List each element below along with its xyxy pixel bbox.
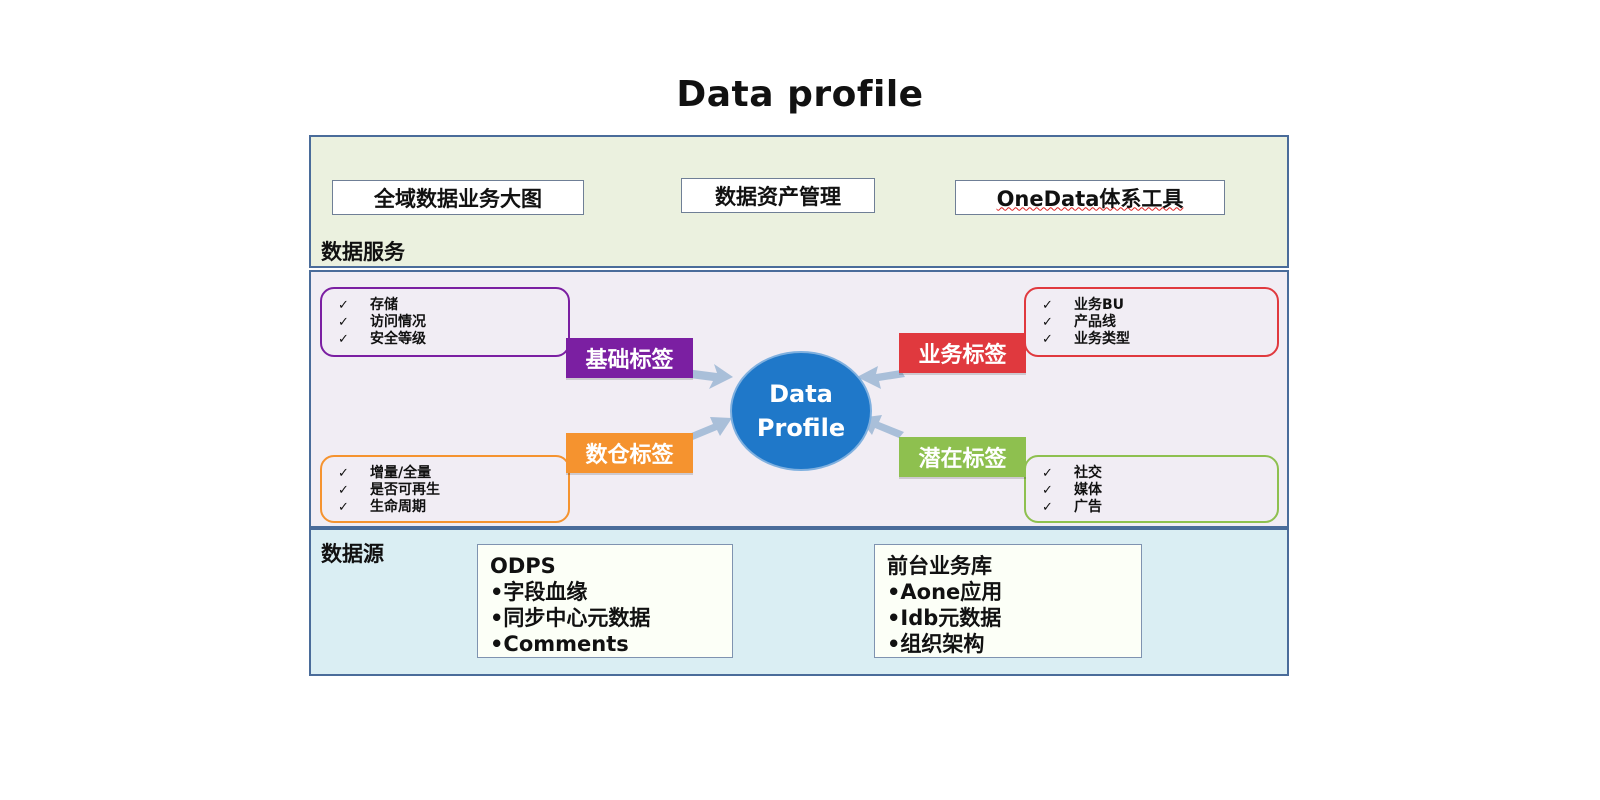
center-line-1: Data	[769, 380, 833, 408]
service-item-asset-mgmt: 数据资产管理	[681, 178, 875, 213]
data-profile-circle: Data Profile	[730, 351, 872, 471]
warehouse-item-lifecycle: 生命周期	[370, 499, 426, 515]
checkmark-icon: ✓	[338, 500, 349, 515]
odps-source-box: ODPS •字段血缘 •同步中心元数据 •Comments	[477, 544, 733, 658]
diagram-title: Data profile	[676, 74, 924, 115]
checkmark-icon: ✓	[338, 315, 349, 330]
basic-item-storage: 存储	[370, 297, 398, 313]
checkmark-icon: ✓	[1042, 332, 1053, 347]
business-item-product-line: 产品线	[1074, 314, 1116, 330]
data-source-label: 数据源	[321, 542, 384, 566]
checkmark-icon: ✓	[338, 332, 349, 347]
checkmark-icon: ✓	[1042, 483, 1053, 498]
checkmark-icon: ✓	[1042, 466, 1053, 481]
data-service-label: 数据服务	[321, 240, 405, 264]
warehouse-item-increment: 增量/全量	[370, 465, 432, 481]
frontend-source-box: 前台业务库 •Aone应用 •Idb元数据 •组织架构	[874, 544, 1142, 658]
checkmark-icon: ✓	[1042, 500, 1053, 515]
checkmark-icon: ✓	[1042, 315, 1053, 330]
odps-title: ODPS	[490, 554, 556, 578]
business-tag-details: ✓ 业务BU ✓ 产品线 ✓ 业务类型	[1024, 287, 1279, 357]
odps-item: •字段血缘	[490, 580, 588, 604]
potential-tag-details: ✓ 社交 ✓ 媒体 ✓ 广告	[1024, 455, 1279, 523]
potential-tag: 潜在标签	[899, 437, 1026, 477]
data-source-panel	[309, 528, 1289, 676]
warehouse-item-renewable: 是否可再生	[370, 482, 440, 498]
odps-item: •Comments	[490, 632, 629, 656]
arrow-basic-icon	[682, 364, 733, 389]
arrow-business-icon	[857, 366, 905, 389]
potential-item-ads: 广告	[1074, 499, 1102, 515]
basic-item-security: 安全等级	[370, 331, 426, 347]
business-item-type: 业务类型	[1074, 331, 1130, 347]
odps-item: •同步中心元数据	[490, 606, 651, 630]
checkmark-icon: ✓	[338, 466, 349, 481]
checkmark-icon: ✓	[338, 298, 349, 313]
basic-tag: 基础标签	[566, 338, 693, 378]
frontend-item: •组织架构	[887, 632, 985, 656]
business-tag: 业务标签	[899, 333, 1026, 373]
onedata-label: OneData体系工具	[996, 186, 1184, 211]
checkmark-icon: ✓	[338, 483, 349, 498]
frontend-item: •Idb元数据	[887, 606, 1002, 630]
checkmark-icon: ✓	[1042, 298, 1053, 313]
potential-item-media: 媒体	[1074, 482, 1102, 498]
warehouse-tag-details: ✓ 增量/全量 ✓ 是否可再生 ✓ 生命周期	[320, 455, 570, 523]
center-line-2: Profile	[756, 414, 846, 442]
potential-item-social: 社交	[1074, 465, 1102, 481]
warehouse-tag: 数仓标签	[566, 433, 693, 473]
service-item-global-map: 全域数据业务大图	[332, 180, 584, 215]
basic-item-access: 访问情况	[370, 314, 426, 330]
frontend-item: •Aone应用	[887, 580, 1003, 604]
basic-tag-details: ✓ 存储 ✓ 访问情况 ✓ 安全等级	[320, 287, 570, 357]
frontend-title: 前台业务库	[887, 554, 992, 578]
business-item-bu: 业务BU	[1074, 297, 1125, 313]
arrow-warehouse-icon	[684, 417, 732, 442]
service-item-onedata-tools: OneData体系工具	[955, 180, 1225, 215]
